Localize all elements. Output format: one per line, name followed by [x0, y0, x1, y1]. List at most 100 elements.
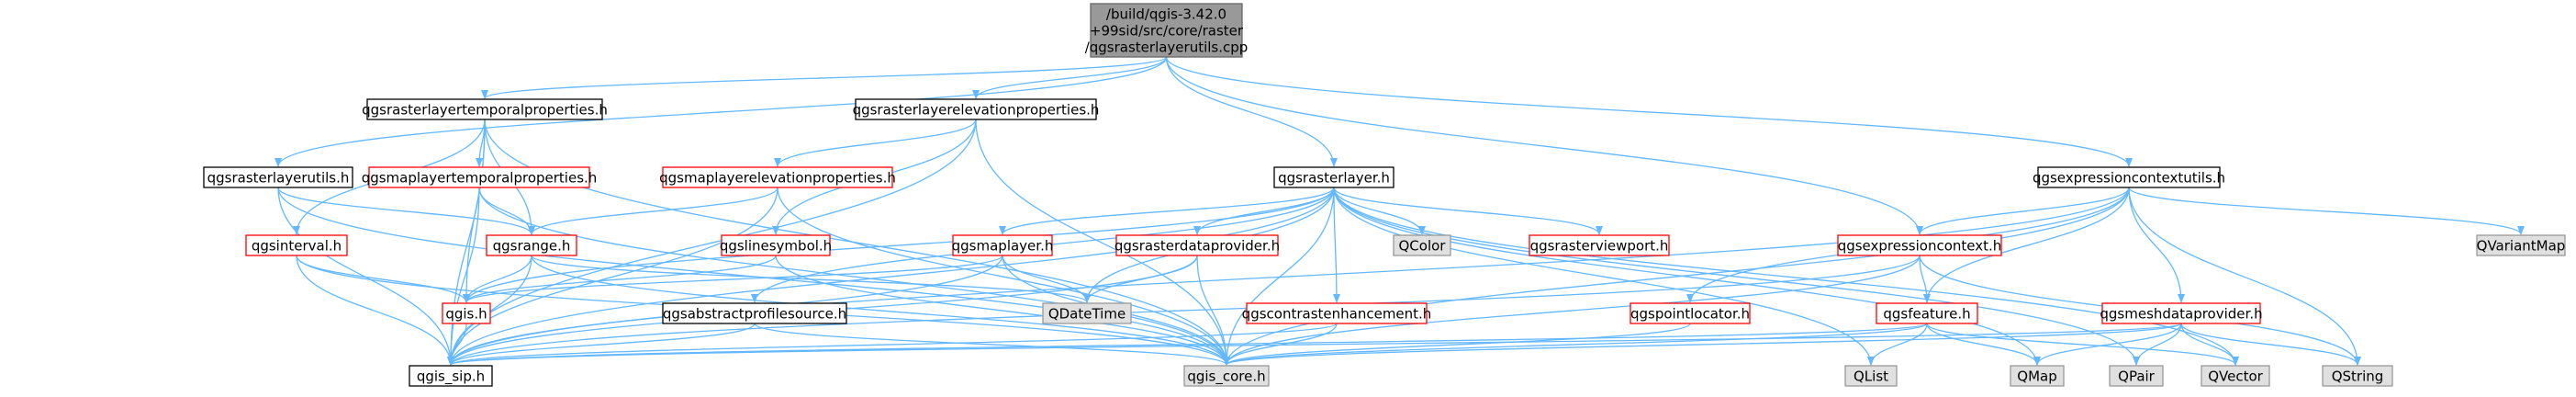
- node-box: [2476, 234, 2566, 256]
- node-box: [721, 234, 831, 256]
- nodes-layer: /build/qgis-3.42.0+99sid/src/core/raster…: [203, 3, 2566, 387]
- node-qstring: QString: [2322, 365, 2393, 387]
- node-box: [2010, 365, 2065, 387]
- edge-path: [463, 187, 1335, 303]
- edge-path: [447, 323, 1338, 366]
- edge-path: [447, 187, 2130, 366]
- node-label: qgsinterval.h: [252, 238, 342, 255]
- edge-rasterlayer-to-contrast: [1332, 187, 1340, 303]
- node-box: [2109, 365, 2164, 387]
- node-dataprovider[interactable]: qgsrasterdataprovider.h: [1114, 234, 1280, 256]
- node-absProfile[interactable]: qgsabstractprofilesource.h: [662, 302, 847, 324]
- edge-path: [1926, 323, 2041, 366]
- edge-path: [1223, 187, 2130, 366]
- edge-pointlocator-to-core: [1223, 323, 1691, 366]
- edge-path: [1083, 255, 1198, 303]
- node-box: [1630, 302, 1751, 324]
- node-rlUtils[interactable]: qgsrasterlayerutils.h: [203, 166, 353, 188]
- edge-rasterlayer-to-sip: [447, 187, 1335, 366]
- node-qgis[interactable]: qgis.h: [442, 302, 491, 324]
- edge-exprUtils-to-feature: [1923, 187, 2130, 303]
- edge-path: [975, 119, 1230, 366]
- node-label: qgsabstractprofilesource.h: [663, 306, 846, 323]
- node-box: [2037, 166, 2221, 188]
- edge-path: [277, 187, 535, 235]
- edge-mlTemporal-to-core: [478, 187, 1230, 366]
- node-label: qgsexpressioncontext.h: [1838, 238, 2002, 255]
- edge-exprUtils-to-meshprovider: [2128, 187, 2185, 303]
- edge-exprContext-to-sip: [447, 255, 1921, 366]
- edge-path: [274, 56, 1168, 167]
- node-viewport[interactable]: qgsrasterviewport.h: [1529, 234, 1670, 256]
- edge-path: [754, 323, 1230, 366]
- node-label: qgsrasterlayerutils.h: [207, 170, 350, 187]
- node-label: qgsmeshdataprovider.h: [2100, 306, 2262, 323]
- edge-path: [447, 187, 1335, 366]
- node-box: [1844, 365, 1898, 387]
- node-mlTemporal[interactable]: qgsmaplayertemporalproperties.h: [362, 166, 598, 188]
- edge-meshprovider-to-qpair: [2133, 323, 2182, 366]
- edge-rasterlayer-to-maplayer: [999, 187, 1335, 235]
- edge-exprContext-to-feature: [1919, 255, 1931, 303]
- node-rasterlayer[interactable]: qgsrasterlayer.h: [1273, 166, 1394, 188]
- node-exprContext[interactable]: qgsexpressioncontext.h: [1837, 234, 2002, 256]
- edge-path: [463, 255, 1003, 303]
- edge-rasterlayer-to-viewport: [1333, 187, 1603, 235]
- edge-mlElevation-to-core: [777, 187, 1230, 366]
- edge-feature-to-qlist: [1867, 323, 1928, 366]
- edge-path: [1919, 255, 1931, 303]
- edge-path: [1333, 187, 1603, 235]
- node-maplayer[interactable]: qgsmaplayer.h: [952, 234, 1054, 256]
- edge-meshprovider-to-sip: [447, 323, 2182, 366]
- edge-path: [1223, 323, 2182, 366]
- node-qgsinterval[interactable]: qgsinterval.h: [245, 234, 348, 256]
- node-linesymbol[interactable]: qgslinesymbol.h: [720, 234, 832, 256]
- node-box: [952, 234, 1053, 256]
- edge-path: [1333, 187, 2041, 366]
- edge-meshprovider-to-qvector: [2180, 323, 2239, 366]
- node-box: [442, 302, 491, 324]
- node-label: qgscontrastenhancement.h: [1242, 306, 1432, 323]
- edge-dataprovider-to-qdatetime: [1083, 255, 1198, 303]
- node-contrast[interactable]: qgscontrastenhancement.h: [1242, 302, 1432, 324]
- node-rlTemporal[interactable]: qgsrasterlayertemporalproperties.h: [362, 98, 608, 120]
- edge-path: [1196, 255, 1230, 366]
- edge-root-to-rlTemporal: [481, 56, 1168, 99]
- edge-exprUtils-to-qstring: [2128, 187, 2361, 366]
- edge-absProfile-to-sip: [447, 323, 756, 366]
- edge-feature-to-qvector: [1926, 323, 2239, 366]
- node-label: QColor: [1399, 238, 1447, 255]
- node-mlElevation[interactable]: qgsmaplayerelevationproperties.h: [659, 166, 896, 188]
- edge-path: [1867, 323, 1928, 366]
- node-label: qgspointlocator.h: [1630, 306, 1750, 323]
- edge-path: [1223, 255, 1921, 366]
- edge-meshprovider-to-core: [1223, 323, 2182, 366]
- node-root[interactable]: /build/qgis-3.42.0+99sid/src/core/raster…: [1085, 3, 1249, 58]
- edge-path: [2128, 187, 2361, 366]
- edge-rlElevation-to-mlElevation: [774, 119, 977, 167]
- edge-qgsrange-to-sip: [447, 255, 532, 366]
- node-exprUtils[interactable]: qgsexpressioncontextutils.h: [2033, 166, 2225, 188]
- node-label: qgsexpressioncontextutils.h: [2033, 170, 2225, 187]
- node-label: QVector: [2208, 369, 2263, 385]
- edge-path: [296, 255, 470, 303]
- node-label: QPair: [2118, 369, 2156, 385]
- node-box: [1273, 166, 1394, 188]
- edge-path: [481, 56, 1168, 99]
- node-sip[interactable]: qgis_sip.h: [409, 365, 493, 387]
- node-label: QDateTime: [1048, 306, 1126, 323]
- edge-path: [775, 255, 1230, 366]
- node-meshprovider[interactable]: qgsmeshdataprovider.h: [2100, 302, 2263, 324]
- edge-rlUtils-to-sip: [277, 187, 454, 366]
- edge-root-to-rlUtils: [274, 56, 1168, 167]
- node-feature[interactable]: qgsfeature.h: [1876, 302, 1978, 324]
- node-qgsrange[interactable]: qgsrange.h: [486, 234, 577, 256]
- node-qvariantmap: QVariantMap: [2476, 234, 2566, 256]
- edge-path: [2133, 323, 2182, 366]
- edge-path: [463, 255, 777, 303]
- node-label: qgsrasterlayerelevationproperties.h: [853, 102, 1100, 119]
- edge-path: [1165, 56, 1923, 235]
- edge-rasterlayer-to-core: [1223, 187, 1335, 366]
- node-pointlocator[interactable]: qgspointlocator.h: [1630, 302, 1751, 324]
- node-rlElevation[interactable]: qgsrasterlayerelevationproperties.h: [853, 98, 1100, 120]
